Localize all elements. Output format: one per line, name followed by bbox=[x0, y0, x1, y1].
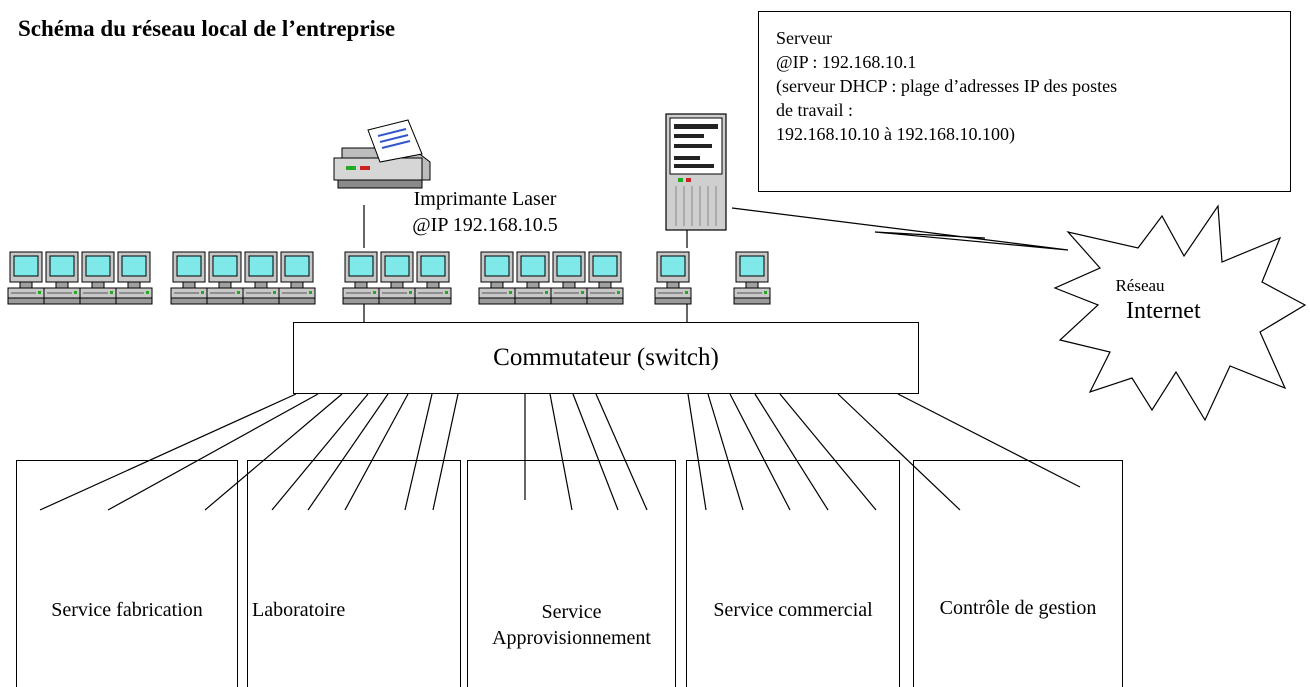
computer-icon bbox=[7, 251, 45, 305]
service-box-fabrication: Service fabrication bbox=[16, 460, 238, 687]
server-info-line: (serveur DHCP : plage d’adresses IP des … bbox=[776, 76, 1118, 96]
service-box-approvisionnement: Service Approvisionnement bbox=[467, 460, 676, 687]
computer-icon bbox=[514, 251, 552, 305]
server-info-line: @IP : 192.168.10.1 bbox=[776, 52, 917, 72]
service-label: Service commercial bbox=[713, 599, 873, 621]
service-label: Laboratoire bbox=[252, 599, 346, 621]
computer-icon bbox=[43, 251, 81, 305]
computer-icon bbox=[115, 251, 153, 305]
service-label: Contrôle de gestion bbox=[939, 597, 1097, 619]
page-title: Schéma du réseau local de l’entreprise bbox=[18, 16, 396, 41]
server-info-box: Serveur @IP : 192.168.10.1 (serveur DHCP… bbox=[758, 11, 1291, 192]
computer-icon bbox=[342, 251, 380, 305]
workstations-row bbox=[7, 251, 771, 305]
service-label-line2: Approvisionnement bbox=[492, 627, 651, 649]
computer-icon bbox=[550, 251, 588, 305]
internet-label-line2: Internet bbox=[1126, 298, 1201, 324]
server-info-line: 192.168.10.10 à 192.168.10.100) bbox=[776, 124, 1015, 144]
service-box-controle-gestion: Contrôle de gestion bbox=[913, 460, 1123, 687]
switch-box: Commutateur (switch) bbox=[293, 322, 919, 394]
service-box-commercial: Service commercial bbox=[686, 460, 900, 687]
printer-ip: @IP 192.168.10.5 bbox=[412, 214, 558, 236]
server-tower-icon bbox=[665, 113, 727, 231]
internet-label-line1: Réseau bbox=[1115, 276, 1165, 295]
computer-icon bbox=[478, 251, 516, 305]
computer-icon bbox=[278, 251, 316, 305]
computer-icon bbox=[733, 251, 771, 305]
computer-icon bbox=[586, 251, 624, 305]
printer-icon bbox=[333, 119, 431, 189]
service-label: Service fabrication bbox=[51, 599, 203, 621]
computer-icon bbox=[242, 251, 280, 305]
computer-icon bbox=[206, 251, 244, 305]
printer-name: Imprimante Laser bbox=[413, 188, 557, 210]
server-info-line: de travail : bbox=[776, 100, 853, 120]
internet-cloud-icon bbox=[1053, 204, 1307, 422]
internet-label: Réseau Internet bbox=[1100, 276, 1201, 325]
computer-icon bbox=[414, 251, 452, 305]
computer-icon bbox=[170, 251, 208, 305]
printer-label: Imprimante Laser @IP 192.168.10.5 bbox=[385, 186, 585, 238]
computer-icon bbox=[654, 251, 692, 305]
service-box-laboratoire: Laboratoire bbox=[247, 460, 461, 687]
server-info-line: Serveur bbox=[776, 28, 832, 48]
service-label-line1: Service bbox=[541, 601, 602, 623]
computer-icon bbox=[378, 251, 416, 305]
computer-icon bbox=[79, 251, 117, 305]
